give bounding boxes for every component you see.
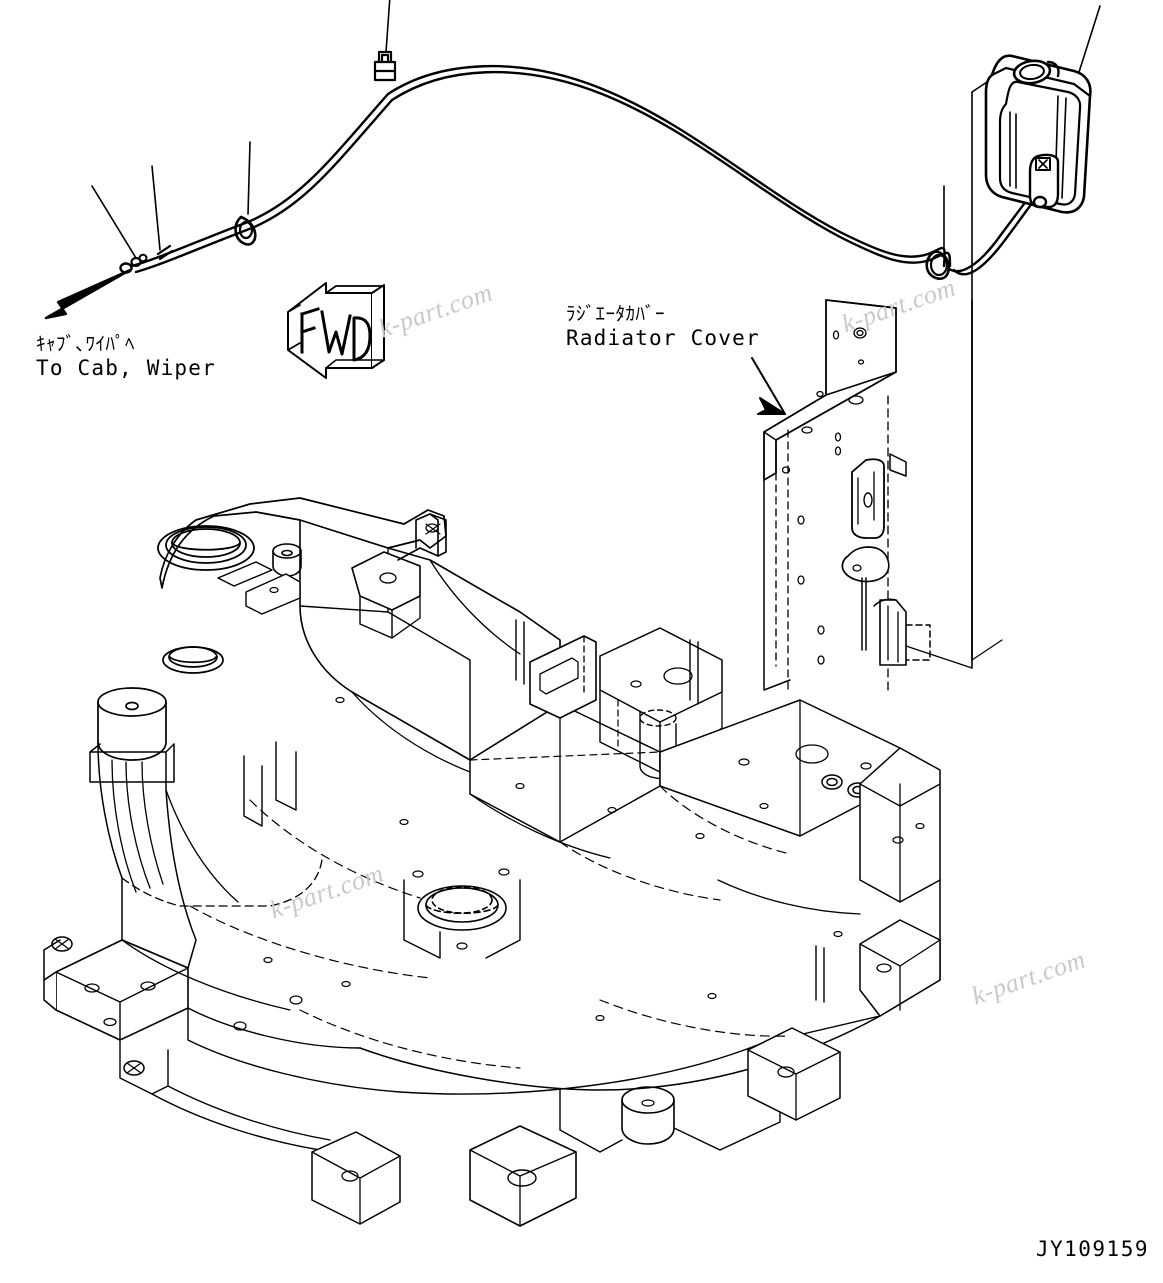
callout-radiator-cover-en: Radiator Cover — [566, 326, 760, 350]
washer-fluid-tank — [971, 54, 1092, 661]
hose-clamp — [373, 50, 397, 82]
radiator-cover-panel — [763, 299, 973, 691]
radiator-cover-leader — [751, 357, 786, 415]
hose-loop-clip-left — [234, 215, 257, 246]
callout-to-cab-wiper: ｷｬﾌﾞ､ﾜｲﾊﾟﾍ To Cab, Wiper — [36, 333, 216, 381]
hose-loop-clip-right — [925, 250, 950, 280]
callout-radiator-cover: ﾗｼﾞｴｰﾀｶﾊﾞｰ Radiator Cover — [566, 303, 760, 351]
fwd-marker — [287, 282, 385, 379]
revolving-frame — [43, 497, 941, 1227]
figure-number: JY109159 — [1035, 1237, 1149, 1261]
hose-end-fitting — [44, 253, 148, 320]
callout-radiator-cover-jp: ﾗｼﾞｴｰﾀｶﾊﾞｰ — [566, 303, 666, 325]
hose-mid-fitting — [156, 244, 174, 261]
callout-to-cab-wiper-jp: ｷｬﾌﾞ､ﾜｲﾊﾟﾍ — [36, 333, 136, 355]
callout-to-cab-wiper-en: To Cab, Wiper — [36, 356, 216, 380]
washer-hose — [130, 64, 1052, 276]
